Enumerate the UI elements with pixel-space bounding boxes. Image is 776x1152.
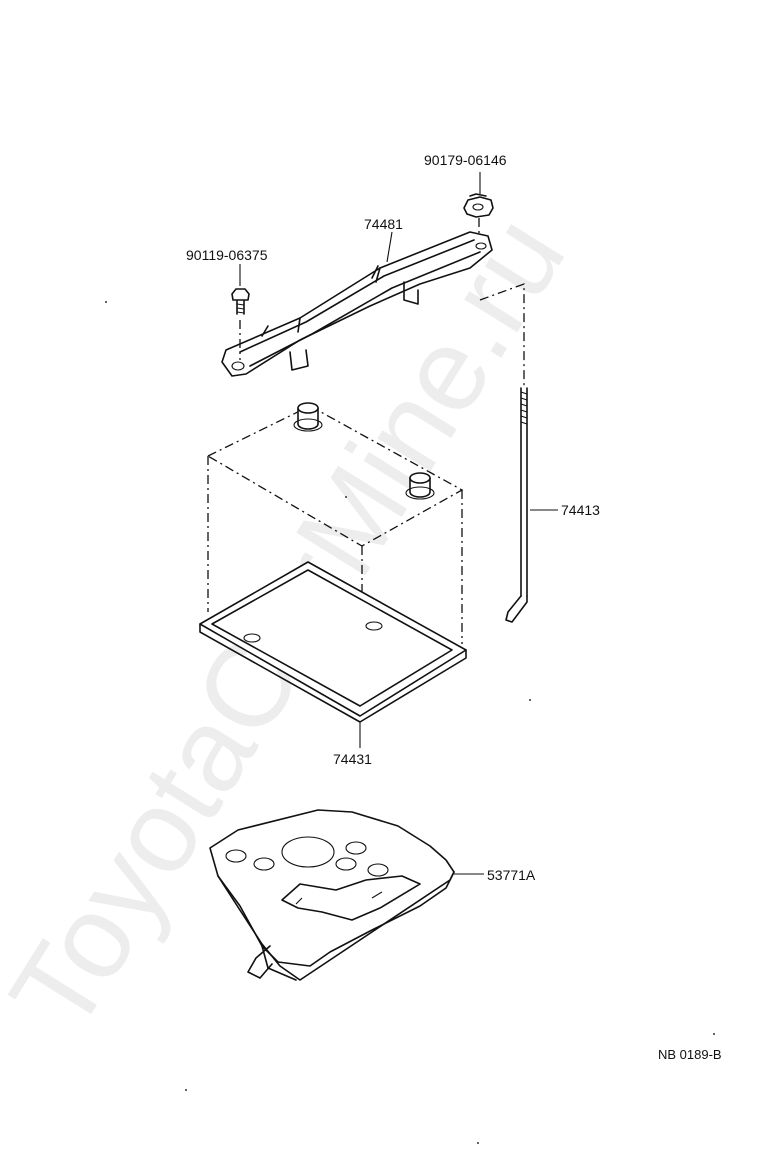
carrier-drawing — [209, 809, 455, 981]
nut-drawing — [463, 193, 494, 218]
label-rod-part-number: 74413 — [561, 502, 600, 518]
label-carrier-part-number: 53771A — [487, 867, 536, 883]
clamp-drawing — [221, 231, 493, 377]
label-nut-part-number: 90179-06146 — [424, 152, 507, 168]
scan-dots — [105, 301, 715, 1144]
rod-drawing — [505, 387, 528, 623]
label-clamp-part-number: 74481 — [364, 216, 403, 232]
bolt-drawing — [231, 288, 250, 315]
label-tray-part-number: 74431 — [333, 751, 372, 767]
label-bolt-part-number: 90119-06375 — [186, 247, 268, 263]
battery-outline — [206, 402, 464, 708]
diagram-code: NB 0189-B — [658, 1047, 722, 1062]
